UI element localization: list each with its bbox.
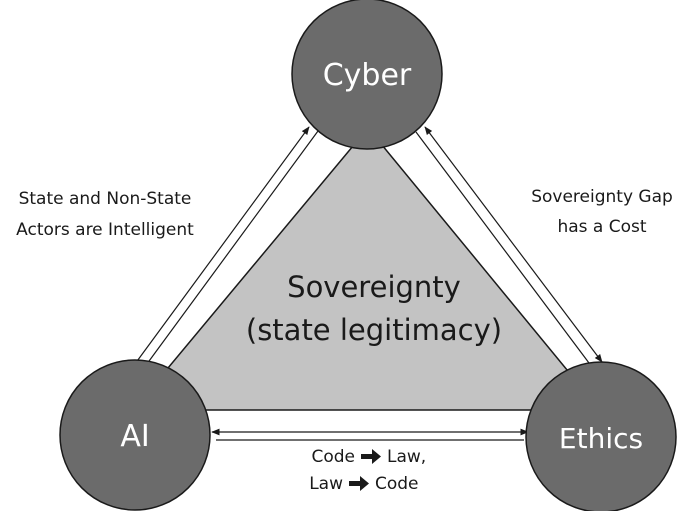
- arrow-right-icon: [349, 476, 369, 491]
- ai-ethics-line2-code: Code: [375, 474, 419, 494]
- ai-ethics-line1-code: Code: [311, 447, 355, 467]
- ai-ethics-line2-law: Law: [309, 474, 343, 494]
- cyber-label: Cyber: [323, 58, 412, 93]
- cyber-ethics-arrow: [424, 126, 603, 363]
- center-title: Sovereignty: [287, 270, 461, 304]
- center-subtitle: (state legitimacy): [246, 313, 502, 347]
- ai-cyber-arrow: [131, 126, 310, 369]
- cyber-ethics-label-line2: has a Cost: [557, 217, 646, 237]
- ai-ethics-line1-law: Law,: [387, 447, 426, 467]
- ai-node: AI: [59, 359, 211, 511]
- ai-label: AI: [120, 419, 149, 454]
- cyber-ethics-label-line1: Sovereignty Gap: [531, 187, 673, 207]
- ethics-node: Ethics: [525, 361, 677, 511]
- sovereignty-triangle: [131, 126, 602, 411]
- ai-cyber-label-line2: Actors are Intelligent: [16, 220, 194, 240]
- cyber-node: Cyber: [291, 0, 443, 150]
- ai-cyber-label-line1: State and Non-State: [19, 189, 192, 209]
- ai-cyber-arrow-inner: [140, 130, 319, 373]
- ai-ethics-label: Code Law, Law Code: [309, 447, 426, 494]
- arrow-right-icon: [361, 449, 381, 464]
- cyber-ethics-arrow-inner: [415, 131, 593, 368]
- ethics-label: Ethics: [559, 422, 643, 455]
